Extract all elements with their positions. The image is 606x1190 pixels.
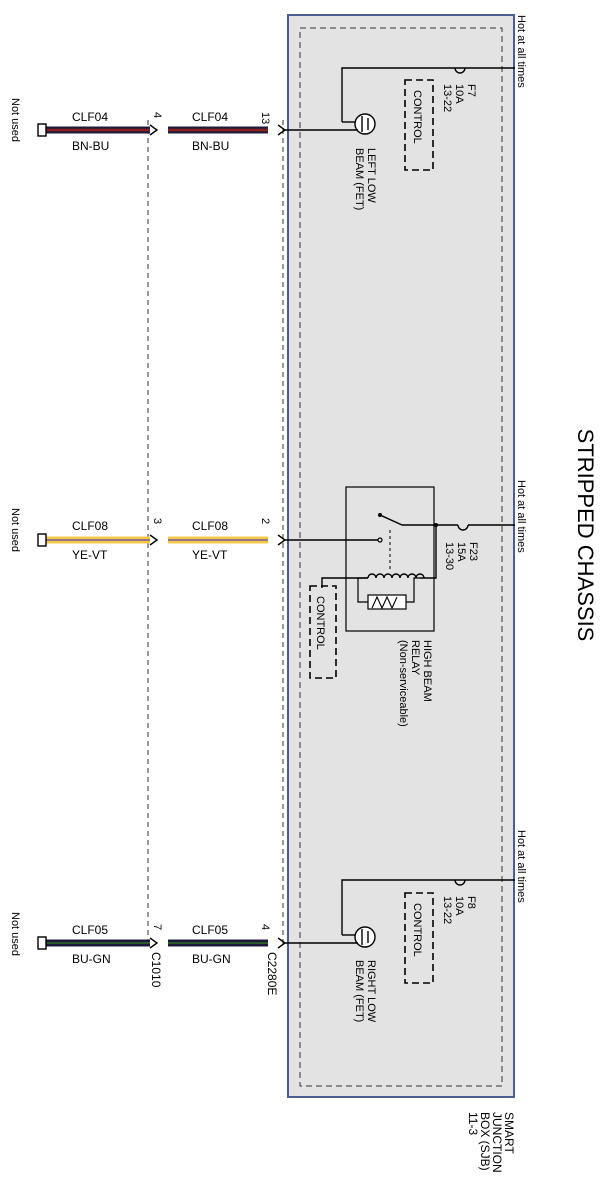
load-label: HIGH BEAM RELAY (Non-serviceable) bbox=[397, 640, 433, 727]
control-box bbox=[309, 585, 337, 679]
pin-arrow-icon bbox=[277, 124, 287, 136]
svg-text:15A: 15A bbox=[455, 542, 467, 562]
hot-label-right-low: Hot at all times bbox=[515, 830, 527, 903]
pin-arrow-icon bbox=[149, 124, 159, 136]
wire-end-cap bbox=[37, 533, 47, 547]
fuse-label: F23 15A 13-30 bbox=[443, 542, 479, 570]
left-low-beam-circuit: Hot at all times Not used F7 10A 13-22 C… bbox=[9, 15, 527, 210]
pin-inner-label: 4 bbox=[259, 924, 271, 930]
load-label: RIGHT LOW BEAM (FET) bbox=[353, 960, 377, 1023]
load-label: LEFT LOW BEAM (FET) bbox=[353, 148, 377, 210]
svg-text:(Non-serviceable): (Non-serviceable) bbox=[397, 640, 409, 727]
color-code-inner: YE-VT bbox=[192, 548, 228, 562]
fuse-icon bbox=[454, 67, 466, 74]
svg-text:10A: 10A bbox=[453, 84, 465, 104]
feed-wire bbox=[341, 879, 455, 935]
right-low-beam-circuit: Hot at all times Not used F8 10A 13-22 C… bbox=[9, 830, 527, 1023]
sjb-inner-dashed-border bbox=[299, 27, 503, 1087]
fuse-label: F8 10A 13-22 bbox=[441, 896, 477, 924]
pin-arrow-icon bbox=[149, 937, 159, 949]
fet-symbol-icon bbox=[354, 113, 376, 135]
fuse-label: F7 10A 13-22 bbox=[441, 84, 477, 112]
color-code-inner: BN-BU bbox=[192, 139, 229, 153]
pin-arrow-icon bbox=[277, 534, 287, 546]
control-box bbox=[404, 79, 434, 171]
feed-wire bbox=[341, 67, 455, 122]
pin-outer-label: 3 bbox=[151, 518, 163, 524]
circuit-label-inner: CLF04 bbox=[192, 110, 228, 124]
pin-inner-label: 13 bbox=[259, 112, 271, 124]
control-label: CONTROL bbox=[411, 903, 423, 957]
svg-text:BEAM (FET): BEAM (FET) bbox=[353, 960, 365, 1022]
circuit-label-outer: CLF04 bbox=[72, 110, 108, 124]
svg-text:RELAY: RELAY bbox=[409, 640, 421, 676]
fuse-icon bbox=[454, 879, 466, 886]
wire-end-cap bbox=[37, 936, 47, 950]
pin-arrow-icon bbox=[277, 937, 287, 949]
relay-control-wire bbox=[321, 577, 368, 588]
pin-outer-label: 7 bbox=[151, 924, 163, 930]
relay-box bbox=[345, 486, 435, 632]
connector-c1010-label: C1010 bbox=[149, 952, 163, 988]
pin-outer-label: 4 bbox=[151, 112, 163, 118]
fuse-icon bbox=[457, 524, 469, 531]
circuit-label-outer: CLF08 bbox=[72, 519, 108, 533]
svg-text:LEFT LOW: LEFT LOW bbox=[365, 148, 377, 203]
relay-coil-icon bbox=[367, 573, 425, 579]
svg-text:13-22: 13-22 bbox=[441, 84, 453, 112]
color-code-outer: BN-BU bbox=[72, 139, 109, 153]
svg-text:RIGHT LOW: RIGHT LOW bbox=[365, 960, 377, 1023]
pin-inner-label: 2 bbox=[259, 518, 271, 524]
svg-text:F23: F23 bbox=[467, 542, 479, 561]
svg-text:10A: 10A bbox=[453, 896, 465, 916]
high-beam-circuit: Hot at all times Not used F23 15A 13-30 … bbox=[9, 480, 527, 727]
svg-text:F8: F8 bbox=[465, 896, 477, 909]
control-label: CONTROL bbox=[314, 596, 326, 650]
relay-coil-feed bbox=[420, 525, 437, 579]
not-used-label-left-low: Not used bbox=[9, 98, 21, 142]
pin-arrow-icon bbox=[149, 534, 159, 546]
svg-text:13-22: 13-22 bbox=[441, 896, 453, 924]
svg-text:11-3: 11-3 bbox=[466, 1112, 480, 1135]
svg-text:F7: F7 bbox=[465, 84, 477, 97]
connector-c2280e-label: C2280E bbox=[265, 952, 279, 995]
color-code-inner: BU-GN bbox=[192, 952, 231, 966]
not-used-label-right-low: Not used bbox=[9, 912, 21, 956]
color-code-outer: BU-GN bbox=[72, 952, 111, 966]
circuit-label-outer: CLF05 bbox=[72, 923, 108, 937]
wire-end-cap bbox=[37, 123, 47, 137]
fet-symbol-icon bbox=[354, 926, 376, 948]
sjb-name-label: SMART JUNCTION BOX (SJB) 11-3 bbox=[466, 1112, 516, 1173]
svg-text:SMART: SMART bbox=[502, 1112, 516, 1154]
control-box bbox=[404, 892, 434, 984]
svg-text:BEAM (FET): BEAM (FET) bbox=[353, 148, 365, 210]
relay-switch-icon bbox=[379, 514, 403, 526]
sjb-module-box bbox=[287, 14, 515, 1098]
control-label: CONTROL bbox=[411, 90, 423, 144]
hot-label-high-beam: Hot at all times bbox=[515, 480, 527, 553]
page-title: STRIPPED CHASSIS bbox=[573, 429, 598, 642]
svg-text:HIGH BEAM: HIGH BEAM bbox=[421, 640, 433, 702]
circuit-label-inner: CLF08 bbox=[192, 519, 228, 533]
svg-text:BOX (SJB): BOX (SJB) bbox=[478, 1112, 492, 1171]
hot-label-left-low: Hot at all times bbox=[515, 15, 527, 88]
color-code-outer: YE-VT bbox=[72, 548, 108, 562]
circuit-label-inner: CLF05 bbox=[192, 923, 228, 937]
svg-text:13-30: 13-30 bbox=[443, 542, 455, 570]
not-used-label-high-beam: Not used bbox=[9, 508, 21, 552]
svg-text:JUNCTION: JUNCTION bbox=[490, 1112, 504, 1173]
